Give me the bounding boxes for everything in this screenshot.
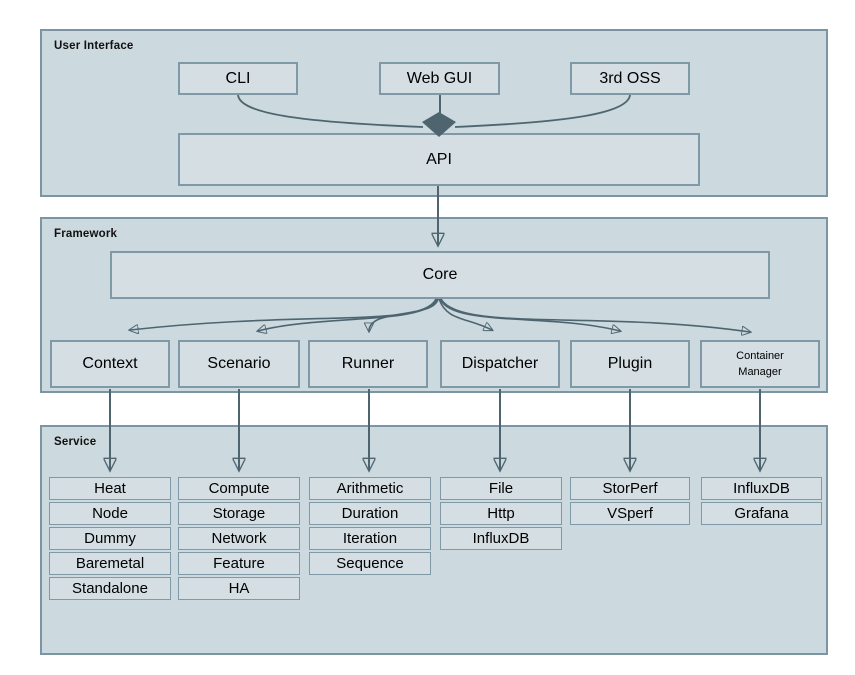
service-cell: Dummy	[49, 527, 171, 550]
service-cell: Network	[178, 527, 300, 550]
service-cell: InfluxDB	[440, 527, 562, 550]
service-column-dispatcher: File Http InfluxDB	[440, 477, 562, 550]
service-cell: Iteration	[309, 527, 431, 550]
service-column-container-manager: InfluxDB Grafana	[701, 477, 822, 525]
service-cell: StorPerf	[570, 477, 690, 500]
section-title-framework: Framework	[54, 228, 118, 240]
service-column-context: Heat Node Dummy Baremetal Standalone	[49, 477, 171, 600]
service-cell: Sequence	[309, 552, 431, 575]
service-cell: HA	[178, 577, 300, 600]
service-cell: Arithmetic	[309, 477, 431, 500]
service-column-plugin: StorPerf VSperf	[570, 477, 690, 525]
service-cell: File	[440, 477, 562, 500]
box-plugin: Plugin	[570, 340, 690, 388]
box-cli: CLI	[178, 62, 298, 95]
service-cell: Storage	[178, 502, 300, 525]
box-scenario: Scenario	[178, 340, 300, 388]
service-column-scenario: Compute Storage Network Feature HA	[178, 477, 300, 600]
section-service: Service	[40, 425, 828, 655]
box-dispatcher: Dispatcher	[440, 340, 560, 388]
service-cell: Http	[440, 502, 562, 525]
service-cell: InfluxDB	[701, 477, 822, 500]
section-title-service: Service	[54, 436, 97, 448]
service-column-runner: Arithmetic Duration Iteration Sequence	[309, 477, 431, 575]
service-cell: Standalone	[49, 577, 171, 600]
service-cell: Heat	[49, 477, 171, 500]
service-cell: VSperf	[570, 502, 690, 525]
section-title-user-interface: User Interface	[54, 40, 134, 52]
box-container-manager-label: Container Manager	[736, 349, 784, 379]
service-cell: Feature	[178, 552, 300, 575]
box-context: Context	[50, 340, 170, 388]
box-web-gui: Web GUI	[379, 62, 500, 95]
box-container-manager: Container Manager	[700, 340, 820, 388]
box-api: API	[178, 133, 700, 186]
service-cell: Duration	[309, 502, 431, 525]
box-runner: Runner	[308, 340, 428, 388]
service-cell: Node	[49, 502, 171, 525]
service-cell: Grafana	[701, 502, 822, 525]
box-core: Core	[110, 251, 770, 299]
service-cell: Compute	[178, 477, 300, 500]
service-cell: Baremetal	[49, 552, 171, 575]
box-3rd-oss: 3rd OSS	[570, 62, 690, 95]
